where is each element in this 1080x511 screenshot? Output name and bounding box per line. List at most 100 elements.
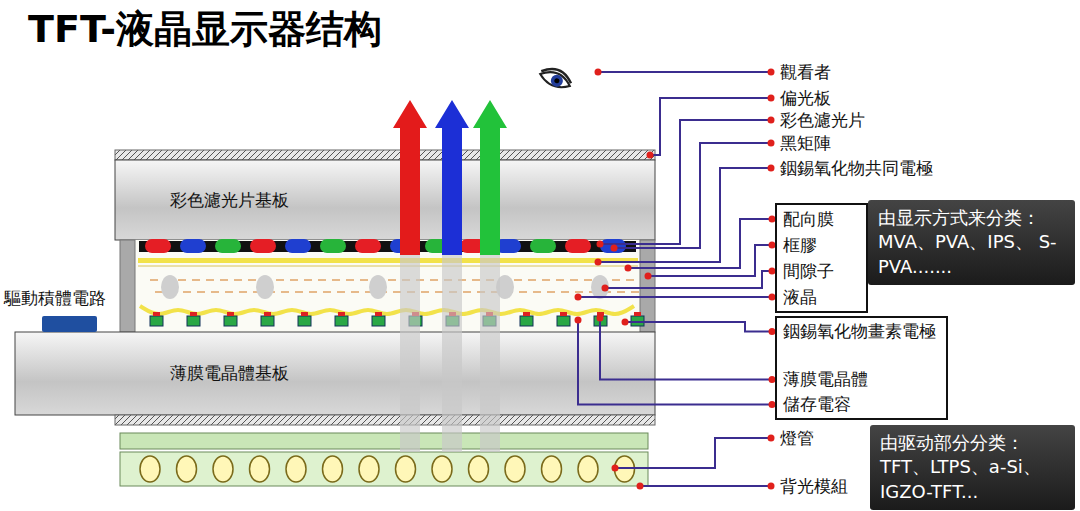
lamp <box>469 456 489 482</box>
lc-molecule <box>360 279 368 281</box>
leader-dot <box>575 294 582 301</box>
eye-icon <box>538 64 574 91</box>
lc-molecule <box>561 291 569 293</box>
part-name: 薄膜電晶體基板 <box>170 362 289 385</box>
part-label: 銦錫氧化物畫素電極 <box>783 319 936 344</box>
light-path <box>442 252 462 452</box>
part-label: 燈管 <box>780 428 814 448</box>
light-arrow <box>393 100 427 255</box>
lc-molecule <box>570 279 578 281</box>
part-label: 彩色濾光片 <box>780 110 865 130</box>
color-filter-cell <box>355 239 381 253</box>
part-label: 配向膜 <box>783 206 856 232</box>
lc-molecule <box>211 291 219 293</box>
tft-substrate <box>15 332 655 415</box>
component-label: 驅動積體電路 <box>4 288 106 308</box>
lc-molecule <box>346 279 354 281</box>
tft-gate <box>560 312 567 316</box>
lc-molecule <box>178 279 186 281</box>
part-label: 儲存電容 <box>783 392 936 417</box>
spacer <box>256 275 274 299</box>
lc-molecule <box>225 291 233 293</box>
leader-line <box>648 245 775 276</box>
diagram-title: TFT-液晶显示器结构 <box>28 4 382 55</box>
leader-dot <box>625 265 632 272</box>
part-label: 黑矩陣 <box>780 133 831 153</box>
lamp <box>359 456 379 482</box>
eye-iris <box>549 73 565 89</box>
tft-gate <box>523 312 530 316</box>
part-label: 背光模組 <box>780 476 848 496</box>
color-filter-cell <box>250 239 276 253</box>
eye-pupil <box>554 77 561 84</box>
lc-molecule <box>533 291 541 293</box>
tft-element <box>335 316 348 326</box>
leader-line <box>625 322 775 332</box>
leader-dot <box>768 164 775 171</box>
lc-molecule <box>337 291 345 293</box>
diffuser <box>120 433 648 449</box>
polarizer <box>115 150 655 160</box>
lamp <box>432 456 452 482</box>
alignment-film <box>138 266 638 267</box>
lc-molecule <box>248 279 256 281</box>
backlight-module <box>120 452 648 486</box>
leader-dot <box>647 152 654 159</box>
lc-molecule <box>528 279 536 281</box>
leader-dot <box>597 315 604 322</box>
lc-molecule <box>239 291 247 293</box>
lc-molecule <box>332 279 340 281</box>
lc-molecule <box>323 291 331 293</box>
info-box: 由显示方式来分类： MVA、PVA、IPS、 S-PVA....... <box>868 200 1075 285</box>
leader-line <box>650 98 774 155</box>
spacer <box>161 275 179 299</box>
info-box: 由驱动部分分类： TFT、LTPS、a-Si、 IGZO-TFT... <box>870 425 1075 510</box>
sealant <box>120 240 135 332</box>
lamp <box>505 456 525 482</box>
leader-line <box>578 296 775 298</box>
lc-molecule <box>197 291 205 293</box>
color-filter-cell <box>320 239 346 253</box>
callout-group: 配向膜框膠間隙子液晶 <box>775 203 868 313</box>
part-label: 銦錫氧化物共同電極 <box>780 158 933 178</box>
lc-molecule <box>626 279 634 281</box>
color-filter-cell <box>145 239 171 253</box>
pixel-electrode <box>140 306 634 314</box>
tft-element <box>520 316 533 326</box>
lc-molecule <box>290 279 298 281</box>
leader-line <box>628 219 775 268</box>
color-filter-cell <box>180 239 206 253</box>
part-name: 彩色濾光片基板 <box>170 189 289 212</box>
lc-molecule <box>514 279 522 281</box>
tft-element <box>372 316 385 326</box>
lamp <box>140 456 160 482</box>
lc-molecule <box>183 291 191 293</box>
leader-line <box>614 143 774 248</box>
tft-gate <box>301 312 308 316</box>
leader-dot <box>768 482 775 489</box>
color-filter-cell <box>215 239 241 253</box>
black-matrix <box>139 241 636 252</box>
lc-molecule <box>304 279 312 281</box>
leader-dot <box>622 319 629 326</box>
substrate-plate: 彩色濾光片基板 <box>115 160 655 240</box>
tft-element <box>261 316 274 326</box>
eye-lid <box>541 64 573 83</box>
leader-dot <box>768 139 775 146</box>
tft-element <box>187 316 200 326</box>
tft-gate <box>375 312 382 316</box>
leader-dot <box>597 241 604 248</box>
light-arrow <box>435 100 469 255</box>
common-electrode <box>138 258 638 263</box>
lamp <box>250 456 270 482</box>
tft-gate <box>153 312 160 316</box>
lc-molecule <box>631 291 639 293</box>
callout-group: 銦錫氧化物畫素電極薄膜電晶體儲存電容 <box>775 316 948 420</box>
lamp <box>323 456 343 482</box>
lamp <box>177 456 197 482</box>
lc-molecule <box>234 279 242 281</box>
tft-gate <box>227 312 234 316</box>
lc-molecule <box>430 279 438 281</box>
polarizer <box>115 415 655 425</box>
